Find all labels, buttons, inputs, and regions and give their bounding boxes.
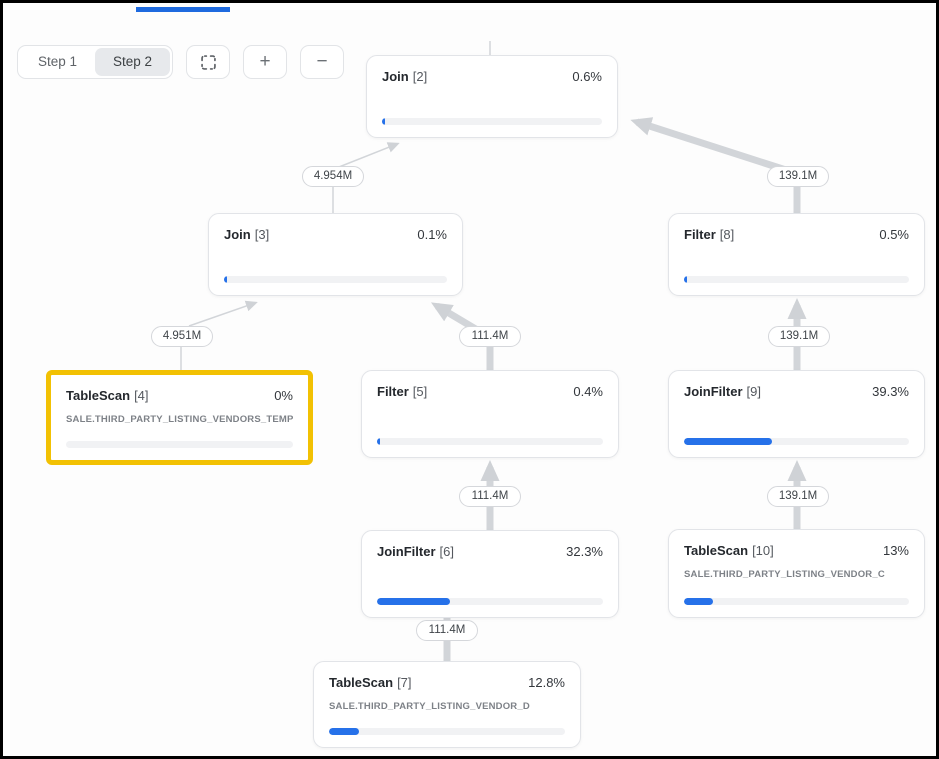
row-count-pill: 111.4M (459, 486, 521, 507)
progress-fill (377, 438, 380, 445)
progress-fill (377, 598, 450, 605)
row-count-pill: 4.951M (151, 326, 213, 347)
progress-fill (329, 728, 360, 735)
table-name-label: SALE.THIRD_PARTY_LISTING_VENDOR_D (329, 701, 530, 712)
node-percent-label: 13% (882, 543, 909, 558)
progress-bar (377, 598, 603, 605)
progress-bar (684, 438, 909, 445)
row-count-pill: 111.4M (416, 620, 478, 641)
step-1-button[interactable]: Step 1 (38, 54, 78, 69)
plan-node-tablescan-7[interactable]: TableScan[7] 12.8% SALE.THIRD_PARTY_LIST… (313, 661, 581, 748)
fit-to-screen-button[interactable] (186, 45, 230, 79)
progress-fill (684, 598, 714, 605)
node-percent-label: 39.3% (872, 384, 909, 399)
edge-f8-join2-b (630, 117, 791, 175)
node-id-label: [9] (746, 384, 761, 399)
fit-to-screen-icon (200, 54, 216, 70)
progress-bar (684, 276, 909, 283)
zoom-out-button[interactable]: − (300, 45, 344, 79)
node-id-label: [4] (134, 388, 149, 403)
node-percent-label: 0.5% (879, 227, 909, 242)
plan-node-joinfilter-6[interactable]: JoinFilter[6] 32.3% (361, 530, 619, 618)
progress-fill (684, 438, 773, 445)
node-percent-label: 0.6% (572, 69, 602, 84)
node-id-label: [10] (752, 543, 774, 558)
node-percent-label: 32.3% (566, 544, 603, 559)
node-op-label: Join (382, 69, 409, 84)
zoom-in-button[interactable]: + (243, 45, 287, 79)
table-name-label: SALE.THIRD_PARTY_LISTING_VENDORS_TEMP (66, 414, 294, 425)
plan-node-tablescan-4-selected[interactable]: TableScan[4] 0% SALE.THIRD_PARTY_LISTING… (46, 370, 313, 465)
progress-bar (377, 438, 603, 445)
plan-node-joinfilter-9[interactable]: JoinFilter[9] 39.3% (668, 370, 925, 458)
plan-node-filter-5[interactable]: Filter[5] 0.4% (361, 370, 619, 458)
node-id-label: [7] (397, 675, 412, 690)
progress-bar (66, 441, 293, 448)
row-count-pill: 111.4M (459, 326, 521, 347)
node-op-label: Filter (684, 227, 716, 242)
progress-bar (329, 728, 565, 735)
node-op-label: Join (224, 227, 251, 242)
progress-fill (224, 276, 227, 283)
node-percent-label: 0.1% (417, 227, 447, 242)
node-id-label: [2] (412, 69, 428, 84)
edge-ts4-join3-b (188, 300, 258, 327)
progress-fill (684, 276, 687, 283)
plan-node-filter-8[interactable]: Filter[8] 0.5% (668, 213, 925, 296)
plan-node-join-2[interactable]: Join[2] 0.6% (366, 55, 618, 138)
plan-node-tablescan-10[interactable]: TableScan[10] 13% SALE.THIRD_PARTY_LISTI… (668, 529, 925, 618)
node-percent-label: 0.4% (573, 384, 603, 399)
progress-bar (224, 276, 447, 283)
row-count-pill: 4.954M (302, 166, 364, 187)
node-op-label: Filter (377, 384, 409, 399)
row-count-pill: 139.1M (767, 166, 829, 187)
node-op-label: JoinFilter (684, 384, 743, 399)
active-tab-indicator (136, 7, 230, 12)
node-op-label: JoinFilter (377, 544, 436, 559)
minus-icon: − (316, 51, 328, 72)
node-percent-label: 12.8% (528, 675, 565, 690)
progress-bar (382, 118, 602, 125)
progress-fill (382, 118, 386, 125)
node-op-label: TableScan (329, 675, 394, 690)
step-toggle: Step 1 Step 2 (17, 45, 174, 79)
step-2-button[interactable]: Step 2 (95, 48, 171, 76)
node-op-label: TableScan (66, 388, 131, 403)
table-name-label: SALE.THIRD_PARTY_LISTING_VENDOR_C (684, 569, 885, 580)
row-count-pill: 139.1M (768, 326, 830, 347)
progress-bar (684, 598, 909, 605)
node-id-label: [3] (254, 227, 270, 242)
node-id-label: [8] (719, 227, 735, 242)
node-id-label: [6] (439, 544, 454, 559)
plus-icon: + (259, 51, 271, 72)
plan-node-join-3[interactable]: Join[3] 0.1% (208, 213, 463, 296)
edge-join3-join2-b (338, 142, 400, 168)
row-count-pill: 139.1M (767, 486, 829, 507)
node-percent-label: 0% (274, 388, 293, 403)
node-op-label: TableScan (684, 543, 749, 558)
node-id-label: [5] (412, 384, 428, 399)
